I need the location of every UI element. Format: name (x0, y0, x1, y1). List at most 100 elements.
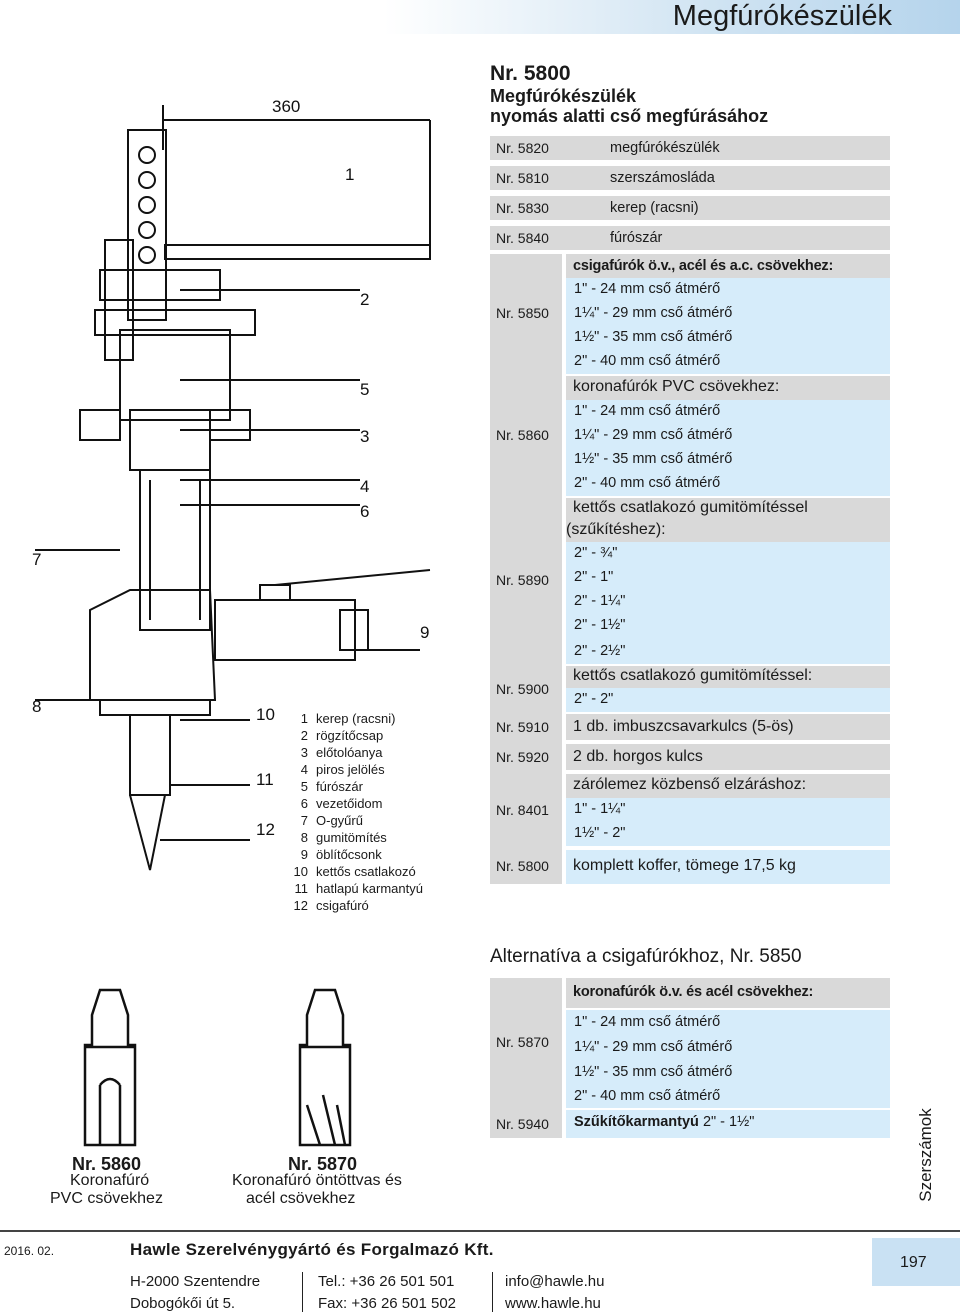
callout-6: 6 (360, 502, 369, 521)
part-nr: Nr. 5810 (496, 170, 549, 186)
section-heading-bg (566, 666, 890, 688)
callout-7: 7 (32, 550, 41, 569)
list-item: 2" - 2½" (574, 643, 626, 659)
header-band (0, 0, 960, 34)
part-nr: Nr. 5820 (496, 140, 549, 156)
callout-3: 3 (360, 427, 369, 446)
section-heading-bg (566, 376, 890, 400)
row-bg (566, 1110, 890, 1138)
list-item: 1" - 24 mm cső átmérő (574, 403, 721, 419)
footer-address: H-2000 Szentendre (130, 1273, 261, 1290)
part-row (490, 226, 890, 250)
part-desc: fúrószár (610, 230, 663, 246)
drill-nr: Nr. 5870 (288, 1154, 358, 1174)
item-list-bg (566, 542, 890, 664)
row-desc: komplett koffer, tömege 17,5 kg (573, 857, 796, 874)
list-item: 1" - 24 mm cső átmérő (574, 281, 721, 297)
list-item: 2" - 2" (574, 691, 614, 707)
footer-email[interactable]: info@hawle.hu (505, 1273, 605, 1290)
item-list-bg (566, 400, 890, 496)
row-bg (566, 744, 890, 770)
drill-desc: acél csövekhez (246, 1190, 356, 1207)
list-item: 1" - 1¼" (574, 801, 626, 817)
part-nr: Nr. 5840 (496, 230, 549, 246)
callout-11: 11 (256, 770, 274, 789)
section-heading-bg (566, 254, 890, 278)
product-subtitle: nyomás alatti cső megfúrásához (490, 106, 769, 126)
list-item: 1" - 24 mm cső átmérő (574, 1014, 721, 1030)
core-drill-cast-iron-drawing (298, 988, 352, 1147)
core-drill-pvc-drawing (83, 988, 137, 1147)
list-item: 1¼" - 29 mm cső átmérő (574, 305, 733, 321)
part-row (490, 136, 890, 160)
callout-4: 4 (360, 477, 369, 496)
row-desc: Szűkítőkarmantyú 2" - 1½" (574, 1114, 755, 1130)
footer-fax: Fax: +36 26 501 502 (318, 1295, 457, 1312)
footer-company: Hawle Szerelvénygyártó és Forgalmazó Kft… (130, 1240, 494, 1259)
page-number: 197 (900, 1254, 927, 1271)
row-desc: 1 db. imbuszcsavarkulcs (5-ös) (573, 718, 794, 735)
part-nr: Nr. 5830 (496, 200, 549, 216)
section-heading: csigafúrók ö.v., acél és a.c. csövekhez: (573, 258, 834, 274)
section-heading-cont: (szűkítéshez): (566, 521, 666, 538)
row-bg (566, 850, 890, 884)
section-heading-bg (566, 978, 890, 1008)
drill-desc: Koronafúró (70, 1172, 150, 1189)
footer-separator (492, 1272, 493, 1312)
list-item: 2" - 40 mm cső átmérő (574, 475, 721, 491)
callout-9: 9 (420, 623, 429, 642)
drill-desc: Koronafúró öntöttvas és (232, 1172, 402, 1189)
list-item: 2" - 1¼" (574, 593, 626, 609)
section-heading-bg (566, 498, 890, 542)
nr-column (490, 978, 562, 1138)
list-item: 2" - ¾" (574, 545, 618, 561)
footer-divider (0, 1230, 960, 1232)
dimension-label: 360 (272, 97, 300, 116)
item-list-bg (566, 278, 890, 374)
section-nr: Nr. 5910 (496, 719, 549, 735)
item-list-bg (566, 1010, 890, 1108)
callout-1: 1 (345, 165, 354, 184)
list-item: 2" - 1" (574, 569, 614, 585)
footer-phone: Tel.: +36 26 501 501 (318, 1273, 455, 1290)
section-heading: zárólemez közbenső elzáráshoz: (573, 776, 807, 793)
section-nr: Nr. 5870 (496, 1034, 549, 1050)
page-number-box (872, 1238, 960, 1286)
drill-nr: Nr. 5860 (72, 1154, 142, 1174)
list-item: 1½" - 35 mm cső átmérő (574, 451, 733, 467)
footer-date: 2016. 02. (4, 1244, 55, 1258)
section-nr: Nr. 5900 (496, 681, 549, 697)
part-row (490, 166, 890, 190)
part-desc: kerep (racsni) (610, 200, 699, 216)
section-nr: Nr. 5800 (496, 858, 549, 874)
section-side-label: Szerszámok (916, 1108, 935, 1202)
list-item: 1½" - 2" (574, 825, 626, 841)
callout-5: 5 (360, 380, 369, 399)
section-nr: Nr. 5860 (496, 427, 549, 443)
nr-column (490, 254, 562, 884)
section-heading: koronafúrók PVC csövekhez: (573, 378, 780, 395)
section-nr: Nr. 5940 (496, 1116, 549, 1132)
footer-website[interactable]: www.hawle.hu (505, 1295, 601, 1312)
list-item: 2" - 40 mm cső átmérő (574, 353, 721, 369)
section-nr: Nr. 5920 (496, 749, 549, 765)
section-nr: Nr. 5890 (496, 572, 549, 588)
drill-desc: PVC csövekhez (50, 1190, 163, 1207)
section-heading: kettős csatlakozó gumitömítéssel (573, 499, 808, 516)
list-item: 1½" - 35 mm cső átmérő (574, 329, 733, 345)
section-nr: Nr. 5850 (496, 305, 549, 321)
section-heading-bg (566, 774, 890, 798)
part-row (490, 196, 890, 220)
list-item: 1¼" - 29 mm cső átmérő (574, 1039, 733, 1055)
tapping-machine-drawing: 360 1 2 5 3 4 6 7 8 9 10 11 12 (32, 97, 431, 871)
product-title: Megfúrókészülék (490, 86, 637, 106)
